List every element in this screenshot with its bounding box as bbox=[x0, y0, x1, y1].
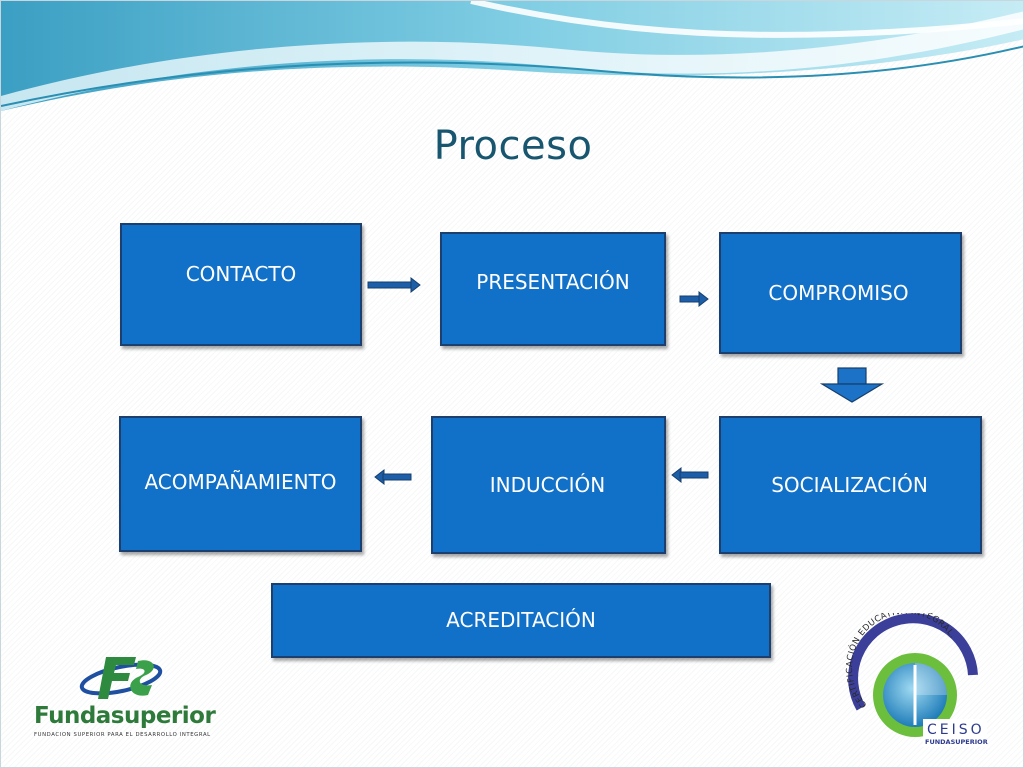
arrow-down-icon bbox=[820, 367, 884, 403]
step-label: INDUCCIÓN bbox=[489, 473, 606, 497]
step-socializacion: SOCIALIZACIÓN bbox=[719, 416, 982, 554]
fundasuperior-tagline: FUNDACION SUPERIOR PARA EL DESARROLLO IN… bbox=[34, 732, 211, 738]
header-wave-decoration bbox=[1, 1, 1023, 111]
step-label: PRESENTACIÓN bbox=[476, 270, 630, 294]
step-label: ACOMPAÑAMIENTO bbox=[144, 469, 337, 494]
step-acreditacion: ACREDITACIÓN bbox=[271, 583, 771, 658]
step-label: SOCIALIZACIÓN bbox=[771, 473, 928, 497]
step-acompanamiento: ACOMPAÑAMIENTO bbox=[119, 416, 362, 552]
arrow-right-icon bbox=[367, 277, 421, 293]
step-label: CONTACTO bbox=[185, 261, 297, 286]
step-label: COMPROMISO bbox=[768, 281, 909, 305]
step-contacto: CONTACTO bbox=[120, 223, 362, 346]
arrow-right-icon bbox=[679, 291, 709, 307]
arrow-left-icon bbox=[671, 467, 709, 483]
arrow-left-icon bbox=[374, 469, 412, 485]
step-presentacion: PRESENTACIÓN bbox=[440, 232, 666, 346]
step-compromiso: COMPROMISO bbox=[719, 232, 962, 354]
slide-title: Proceso bbox=[433, 123, 593, 169]
ceiso-subtitle: FUNDASUPERIOR bbox=[925, 738, 988, 746]
ceiso-wordmark: CEISO bbox=[927, 722, 985, 738]
ceiso-seal-icon: CERTIFICACIÓN EDUCATIVA INTEGRAL. CEISO … bbox=[845, 613, 988, 747]
fundasuperior-logo: Fundasuperior FUNDACION SUPERIOR PARA EL… bbox=[34, 651, 216, 741]
fundasuperior-wordmark: Fundasuperior bbox=[34, 703, 216, 729]
step-induccion: INDUCCIÓN bbox=[431, 416, 666, 554]
step-label: ACREDITACIÓN bbox=[446, 607, 596, 632]
fs-swirl-logo-icon bbox=[79, 657, 163, 699]
